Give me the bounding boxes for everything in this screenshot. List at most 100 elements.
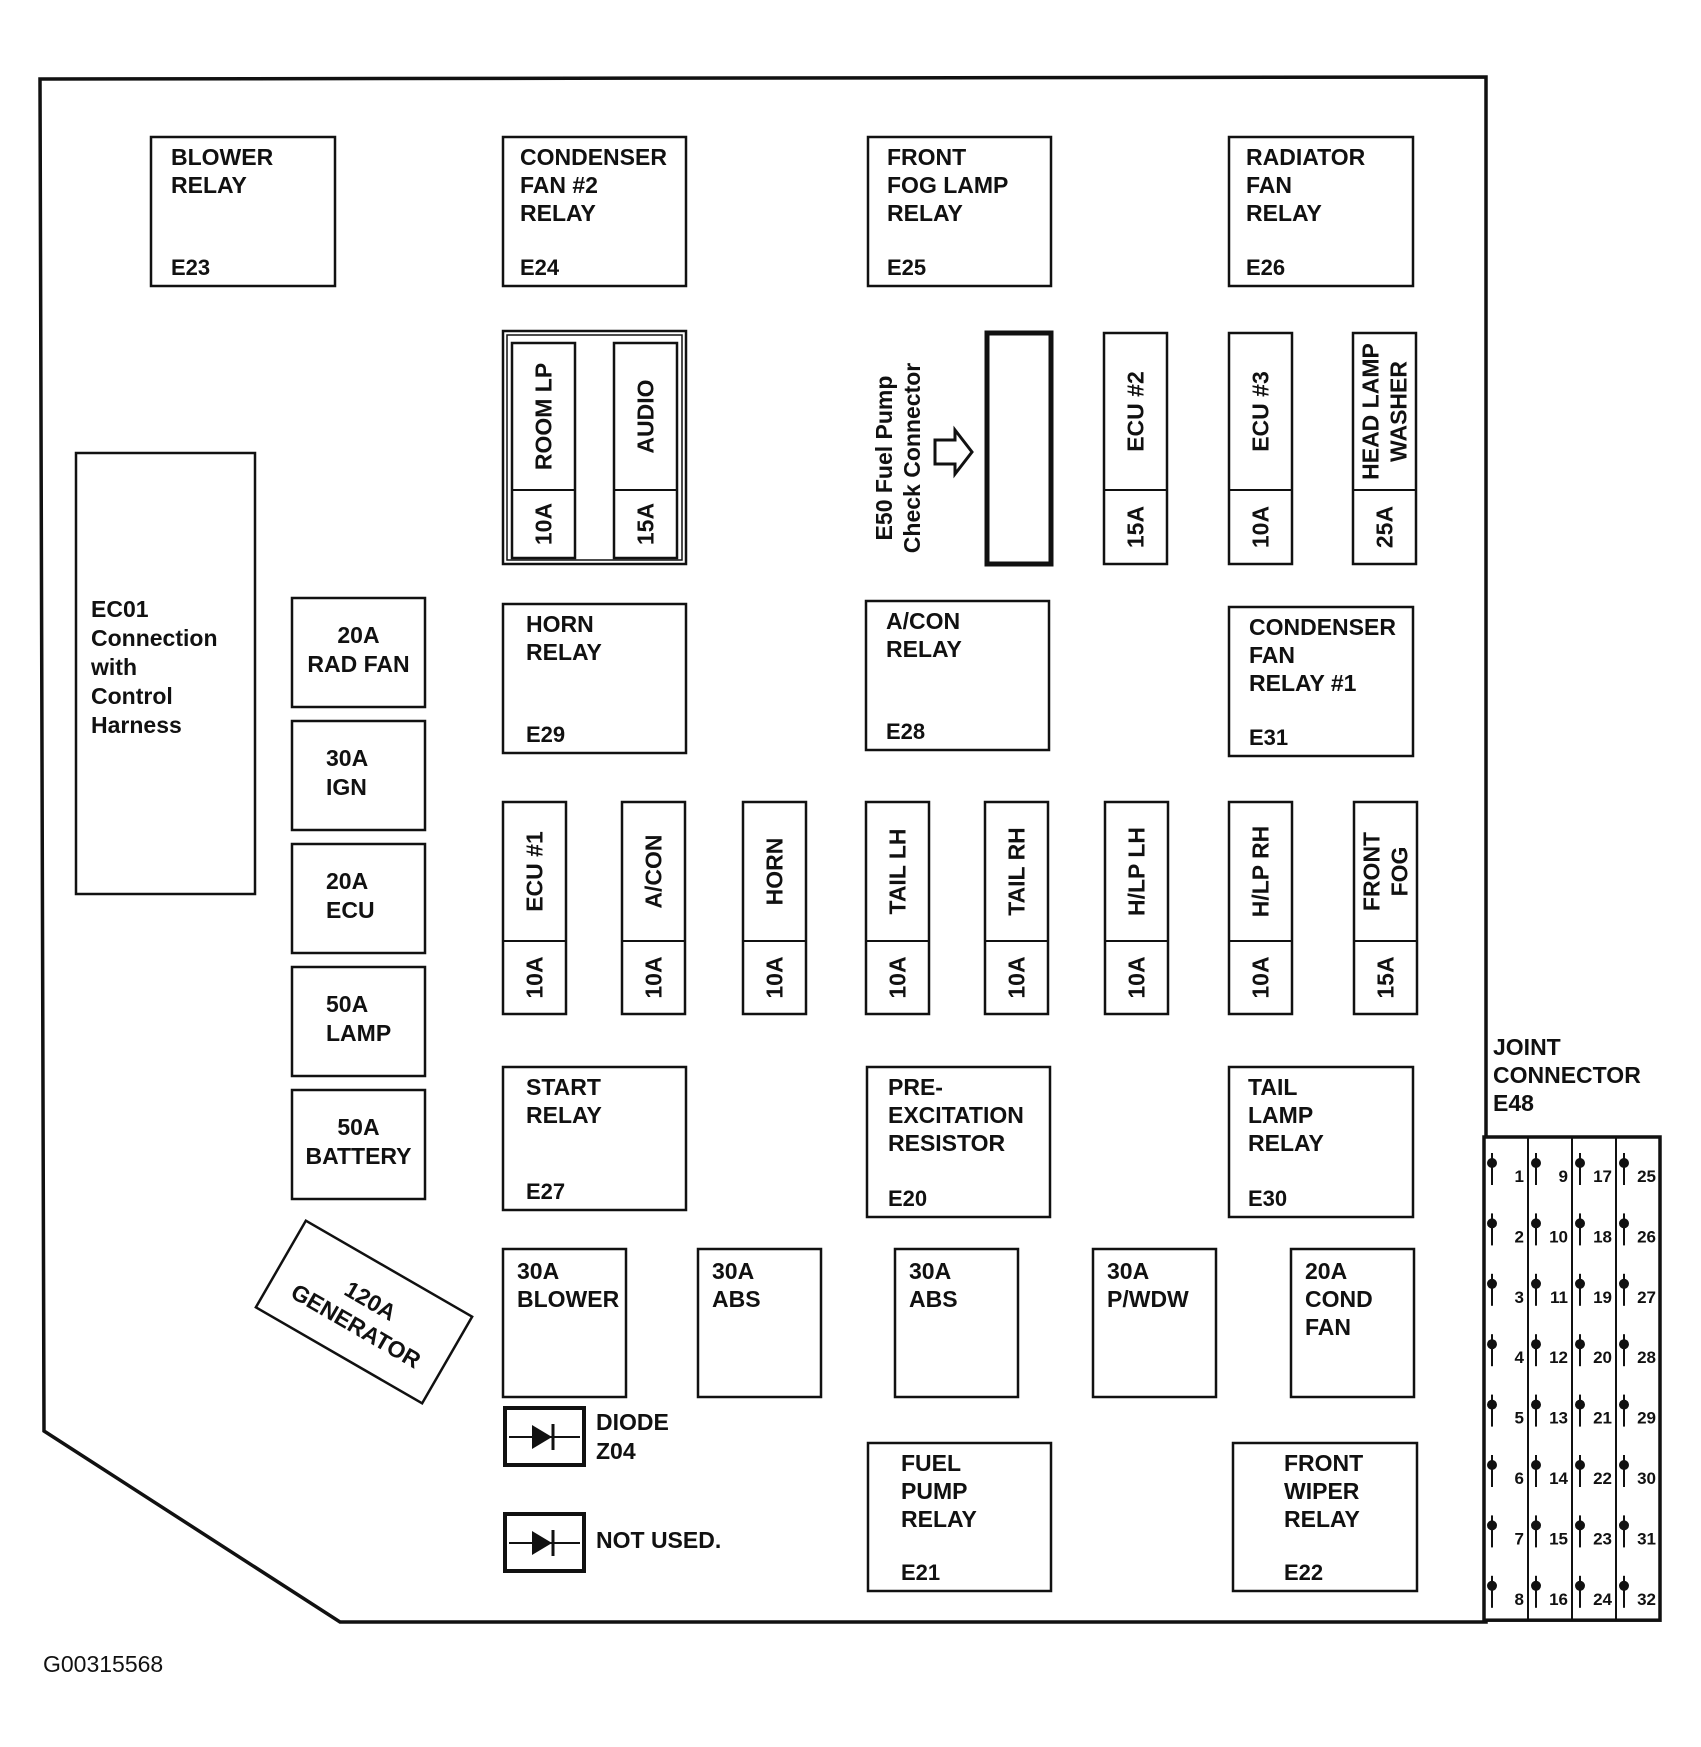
fuse-name: ECU #1	[522, 831, 548, 912]
relay-code: E22	[1284, 1560, 1323, 1585]
fuse-box	[620, 800, 687, 1016]
joint-pin-number: 19	[1593, 1288, 1612, 1307]
relay-label-line: RADIATOR	[1246, 144, 1366, 170]
fusible-link-box	[290, 596, 427, 709]
fuse-name: HORN	[762, 838, 788, 906]
joint-pin-dot	[1575, 1339, 1585, 1350]
joint-pin-number: 9	[1559, 1167, 1568, 1186]
large-fuse-box	[501, 1247, 628, 1399]
relay-label-line: FRONT	[1284, 1450, 1363, 1476]
relay-label-line: FRONT	[887, 144, 966, 170]
joint-pin-number: 2	[1515, 1227, 1524, 1246]
relay-label-line: FUEL	[901, 1450, 961, 1476]
relay-label-line: RELAY	[171, 172, 247, 198]
joint-pin: 9	[1531, 1153, 1568, 1186]
joint-pin-number: 11	[1550, 1288, 1568, 1307]
fuse-amp: 10A	[762, 956, 788, 998]
joint-pin-number: 25	[1637, 1167, 1656, 1186]
check-connector-label: Check Connector	[899, 363, 925, 553]
joint-pin: 18	[1575, 1213, 1612, 1246]
joint-pin: 30	[1619, 1455, 1656, 1488]
relay-code: E31	[1249, 725, 1288, 750]
joint-pin: 16	[1531, 1575, 1568, 1609]
relay-code: E30	[1248, 1186, 1287, 1211]
fusible-link-label: 50A	[337, 1114, 379, 1140]
joint-pin-number: 8	[1515, 1590, 1524, 1609]
diode-symbol	[503, 1512, 586, 1573]
fuse-name: FRONT	[1359, 832, 1385, 911]
joint-pin: 7	[1487, 1515, 1524, 1548]
fuse-box	[1352, 800, 1419, 1016]
joint-pin-number: 15	[1549, 1529, 1568, 1548]
large-fuse-label: 30A	[1107, 1258, 1149, 1284]
fuse-amp: 15A	[1373, 956, 1399, 998]
joint-pin: 19	[1575, 1273, 1612, 1307]
diode-icon	[532, 1425, 552, 1449]
relay-box	[501, 135, 688, 288]
joint-pin: 15	[1531, 1515, 1568, 1548]
joint-pin-number: 6	[1515, 1469, 1524, 1488]
fusible-link-box	[290, 719, 427, 832]
relay-label-line: RELAY	[886, 636, 962, 662]
large-fuse-box	[696, 1247, 823, 1399]
joint-pin-number: 28	[1637, 1348, 1656, 1367]
joint-pin-number: 13	[1549, 1409, 1568, 1428]
joint-pin-dot	[1531, 1580, 1541, 1591]
large-fuse-label: 20A	[1305, 1258, 1347, 1284]
joint-pin: 28	[1619, 1334, 1656, 1367]
joint-pin: 29	[1619, 1394, 1656, 1428]
joint-pin-dot	[1619, 1580, 1629, 1591]
joint-pin: 26	[1619, 1213, 1656, 1246]
relay-label-line: PUMP	[901, 1478, 967, 1504]
fusible-link: 50A BATTERY	[290, 1088, 427, 1201]
ec01-label-line: Control	[91, 683, 173, 709]
joint-pin-dot	[1575, 1399, 1585, 1410]
joint-pin-dot	[1531, 1158, 1541, 1168]
fusible-link-label: 20A	[337, 622, 379, 648]
joint-pin-number: 23	[1593, 1529, 1612, 1548]
relay-label-line: RELAY	[526, 1102, 602, 1128]
fusible-link-label: 20A	[326, 868, 368, 894]
not-used-label: NOT USED.	[596, 1527, 721, 1553]
fuse-box	[612, 341, 679, 560]
relay-box	[1227, 605, 1415, 758]
fuse-box	[1227, 331, 1294, 566]
joint-pin: 24	[1575, 1575, 1613, 1609]
right-arrow-icon	[933, 425, 974, 479]
fuse-name: TAIL LH	[885, 828, 911, 914]
relay-label-line: A/CON	[886, 608, 960, 634]
joint-pin-number: 4	[1515, 1348, 1525, 1367]
relay-code: E24	[520, 255, 560, 280]
joint-pin-number: 30	[1637, 1469, 1656, 1488]
relay-code: E27	[526, 1179, 565, 1204]
fuse-box	[864, 800, 931, 1016]
joint-pin: 14	[1531, 1455, 1569, 1488]
relay-label-line: FOG LAMP	[887, 172, 1008, 198]
check-connector-label: E50 Fuel Pump	[871, 376, 897, 541]
joint-connector-title: JOINT	[1493, 1034, 1561, 1060]
joint-pin-number: 32	[1637, 1590, 1656, 1609]
joint-pin-dot	[1575, 1580, 1585, 1591]
joint-pin: 21	[1575, 1394, 1612, 1428]
fusible-link-label: BATTERY	[305, 1143, 411, 1169]
fuse-name: ECU #3	[1248, 371, 1274, 452]
ec01-box	[74, 451, 257, 896]
large-fuse-label: 30A	[517, 1258, 559, 1284]
